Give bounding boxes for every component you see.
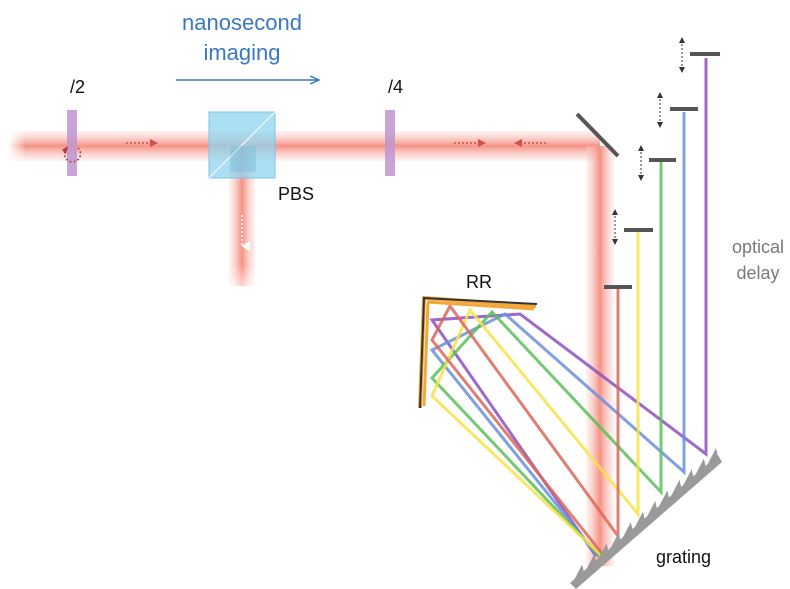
optical-delay-line-2: delay: [736, 263, 779, 283]
grating-tooth: [620, 522, 633, 542]
beam-purple: [429, 58, 708, 557]
grating-tooth: [584, 553, 597, 574]
rr-label: RR: [466, 272, 492, 292]
turning-mirror: [575, 112, 620, 158]
delay-adjust-arrows: [614, 40, 683, 242]
grating-tooth: [645, 500, 658, 521]
half-wave-plate: [62, 110, 82, 176]
beam-blue: [429, 112, 686, 557]
retro-reflector: [418, 295, 538, 409]
grating-label: grating: [656, 547, 711, 567]
quarter-wave-label: /4: [388, 77, 403, 97]
beam-green: [429, 162, 663, 558]
grating-tooth: [705, 448, 718, 468]
grating-tooth: [596, 543, 609, 563]
grating-tooth: [669, 479, 682, 500]
polarizing-beam-splitter: [208, 111, 276, 179]
grating-tooth: [608, 532, 621, 553]
grating-tooth: [632, 511, 645, 532]
title-line-1: nanosecond: [182, 10, 302, 35]
quarter-wave-plate: [385, 110, 395, 176]
grating-teeth: [572, 448, 718, 584]
laser-beam-horizontal: [8, 131, 600, 161]
grating-tooth: [693, 458, 706, 479]
grating-tooth: [681, 469, 694, 489]
beam-yellow: [430, 230, 640, 558]
half-wave-label: /2: [70, 77, 85, 97]
grating-tooth: [572, 564, 585, 584]
laser-beam-vertical: [586, 146, 614, 566]
beam-red: [430, 288, 620, 557]
title-line-2: imaging: [203, 40, 280, 65]
spectral-beams: [429, 58, 708, 558]
delay-mirrors: [604, 52, 720, 289]
diffraction-grating: [570, 455, 722, 589]
optical-delay-line-1: optical: [732, 237, 784, 257]
grating-tooth: [657, 490, 670, 510]
pbs-label: PBS: [278, 184, 314, 204]
delay-arrow-heads: [612, 37, 685, 245]
